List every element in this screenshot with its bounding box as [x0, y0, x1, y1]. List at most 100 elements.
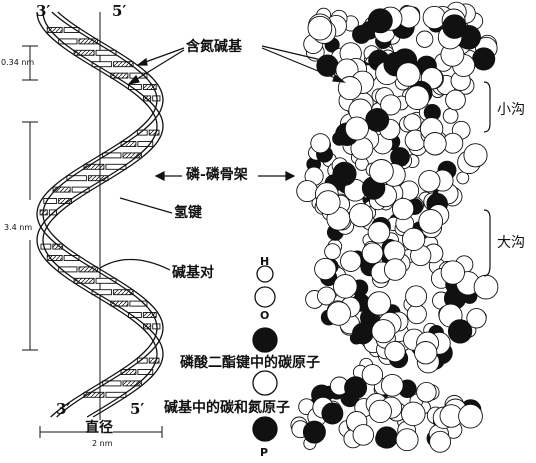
atom-sphere — [380, 373, 404, 397]
atom-sphere — [384, 340, 406, 363]
strand-b — [36, 11, 158, 418]
atom-sphere — [403, 113, 422, 132]
atom-sphere — [326, 301, 351, 326]
strand-end-5prime-bottom: 5′ — [130, 400, 145, 418]
atom-sphere — [348, 202, 374, 228]
atom-sphere — [315, 190, 341, 215]
atom-sphere — [401, 227, 426, 252]
atom-sphere — [406, 304, 427, 325]
atom-sphere — [414, 341, 438, 365]
atom-sphere — [365, 107, 390, 132]
atom-sphere — [361, 242, 384, 265]
base-pair-rung — [91, 289, 134, 296]
base-pair-rung — [40, 243, 64, 250]
phosphorus-atom-symbol — [252, 416, 278, 442]
bases-label: 含氮碱基 — [186, 39, 242, 55]
atom-sphere — [366, 291, 392, 316]
atom-sphere — [391, 197, 415, 221]
base-pair-rung — [58, 266, 98, 273]
oxygen-symbol: O — [260, 309, 270, 322]
minor-groove-label: 小沟 — [497, 102, 525, 118]
strand-end-5prime-top: 5′ — [112, 2, 127, 20]
base-pair-rung — [136, 357, 160, 364]
atom-sphere — [344, 376, 368, 400]
phosphodiester-carbon-symbol — [252, 327, 278, 353]
atom-sphere — [314, 257, 337, 281]
atom-sphere — [396, 62, 421, 87]
hydrogen-atom-symbol — [256, 265, 274, 283]
atom-sphere — [316, 54, 339, 77]
atom-sphere — [383, 258, 407, 281]
base-pair-label: 碱基对 — [172, 265, 214, 281]
base-pair-rung — [102, 152, 142, 159]
atom-sphere — [401, 401, 426, 427]
pitch-measure: 3.4 nm — [4, 223, 33, 232]
atom-sphere — [429, 430, 452, 453]
atom-sphere — [371, 319, 396, 344]
strand-end-3prime-top: 3′ — [36, 2, 51, 20]
atom-sphere — [447, 319, 473, 344]
atom-sphere — [418, 209, 444, 234]
atom-sphere — [352, 322, 374, 345]
atom-sphere — [317, 286, 336, 306]
atom-sphere — [404, 85, 430, 110]
atom-sphere — [380, 94, 402, 116]
atom-sphere — [416, 30, 434, 48]
base-pair-rung — [136, 129, 160, 136]
strand-a — [36, 11, 158, 418]
atom-sphere — [466, 308, 487, 329]
atom-sphere — [442, 108, 459, 124]
rise-measure: 0.34 nm — [1, 58, 35, 67]
oxygen-atom-symbol — [254, 286, 276, 308]
sugar-phosphate-strands — [36, 11, 164, 418]
atom-sphere — [458, 403, 483, 429]
atom-sphere — [361, 364, 384, 386]
atom-sphere — [472, 47, 496, 71]
atom-sphere — [473, 274, 499, 300]
diameter-value: 2 nm — [92, 439, 113, 448]
strand-b — [42, 11, 164, 418]
base-pair-rung — [83, 163, 127, 170]
backbone-label: 磷-磷骨架 — [186, 167, 248, 183]
atom-sphere — [296, 180, 319, 203]
phosphodiester-carbon-label: 磷酸二酯键中的碳原子 — [180, 355, 320, 371]
atom-sphere — [321, 402, 344, 425]
atom-sphere — [340, 250, 362, 272]
base-pair-rung — [102, 380, 142, 387]
atom-sphere — [324, 243, 341, 260]
base-pair-rung — [83, 391, 127, 398]
base-carbon-nitrogen-symbol — [252, 370, 278, 396]
base-carbon-nitrogen-label: 碱基中的碳和氮原子 — [164, 400, 290, 416]
base-pair-rung — [73, 277, 117, 284]
hydrogen-bond-label: 氢键 — [174, 205, 202, 221]
atom-sphere — [332, 161, 357, 186]
atom-sphere — [369, 159, 394, 184]
base-pair-rung — [73, 49, 117, 56]
atom-sphere — [416, 381, 437, 403]
phosphorus-symbol: P — [260, 446, 269, 459]
atom-sphere — [445, 89, 466, 111]
atom-sphere — [368, 399, 392, 424]
dimension-lines — [22, 45, 163, 438]
space-filling-model — [290, 1, 499, 453]
atom-sphere — [310, 133, 331, 154]
atom-sphere — [442, 14, 467, 39]
strand-end-3prime-bottom: 3′ — [56, 400, 71, 418]
atom-sphere — [405, 285, 428, 308]
base-pair-rung — [66, 175, 109, 182]
atom-legend — [252, 265, 278, 442]
major-groove-label: 大沟 — [497, 235, 525, 251]
hydrogen-symbol: H — [260, 255, 270, 268]
atom-sphere — [367, 221, 391, 244]
base-pair-rung — [110, 300, 148, 307]
atom-sphere — [307, 15, 333, 41]
base-pair-rung — [91, 61, 134, 68]
atom-sphere — [418, 169, 441, 193]
atom-sphere — [463, 143, 488, 168]
atom-sphere — [395, 428, 419, 452]
leader-lines — [99, 45, 346, 271]
atom-sphere — [333, 274, 358, 299]
base-pair-rung — [52, 186, 90, 193]
